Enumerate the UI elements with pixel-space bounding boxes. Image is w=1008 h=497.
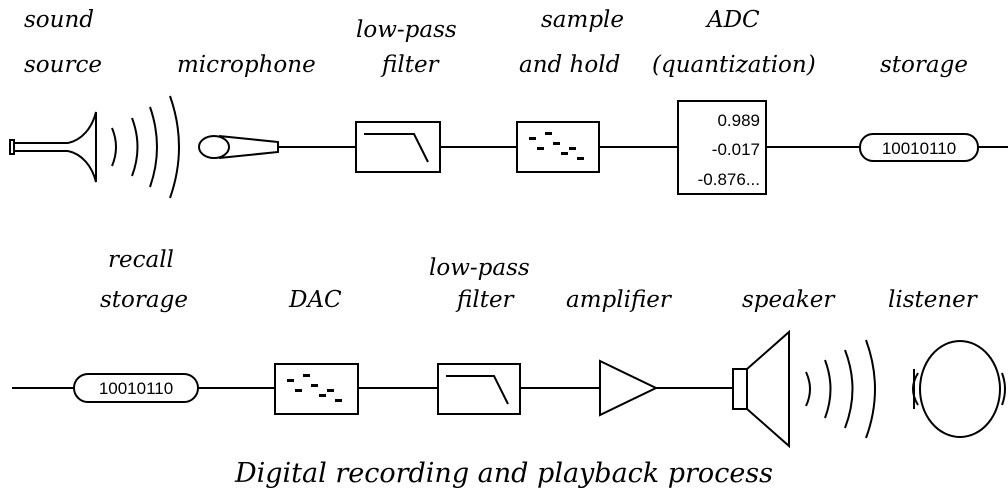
label-dac: DAC (288, 287, 342, 313)
adc-value-1: 0.989 (717, 111, 760, 130)
label-sample-hold-line2: and hold (519, 52, 620, 78)
label-microphone: microphone (177, 52, 316, 78)
speaker-icon (732, 329, 790, 449)
sound-source-horn-icon (9, 111, 97, 183)
dac-icon (274, 363, 359, 415)
lowpass-filter-icon (355, 121, 441, 173)
adc-value-2: -0.017 (712, 140, 760, 159)
label-lowpass-bottom-line1: low-pass (429, 255, 530, 281)
label-amplifier: amplifier (566, 287, 673, 313)
amplifier-icon (599, 359, 659, 417)
label-lowpass-top-line2: filter (380, 52, 441, 78)
label-speaker: speaker (742, 287, 836, 313)
recall-storage-bits: 10010110 (99, 379, 173, 398)
label-storage: storage (880, 52, 968, 78)
recall-storage-pill: 10010110 (73, 373, 199, 403)
adc-box: 0.989 -0.017 -0.876... (677, 100, 767, 195)
storage-pill: 10010110 (859, 133, 979, 162)
adc-value-3: -0.876... (698, 170, 760, 189)
sample-hold-icon (516, 121, 600, 173)
storage-bits: 10010110 (882, 139, 956, 158)
microphone-icon (198, 135, 279, 159)
label-sound-source-line2: source (24, 52, 102, 78)
label-lowpass-top-line1: low-pass (356, 17, 457, 43)
diagram-caption: Digital recording and playback process (234, 458, 773, 489)
label-recall-line2: storage (100, 287, 188, 313)
label-sample-hold-line1: sample (541, 7, 624, 33)
label-sound-source-line1: sound (24, 7, 94, 33)
label-lowpass-bottom-line2: filter (455, 287, 516, 313)
label-adc-line2: (quantization) (652, 52, 816, 78)
label-listener: listener (888, 287, 979, 313)
lowpass-filter-icon (437, 363, 521, 415)
label-recall-line1: recall (108, 247, 174, 273)
listener-head-icon (912, 340, 1006, 438)
sound-waves-icon (111, 95, 180, 199)
sound-waves-icon (805, 339, 876, 439)
label-adc-line1: ADC (705, 7, 760, 33)
